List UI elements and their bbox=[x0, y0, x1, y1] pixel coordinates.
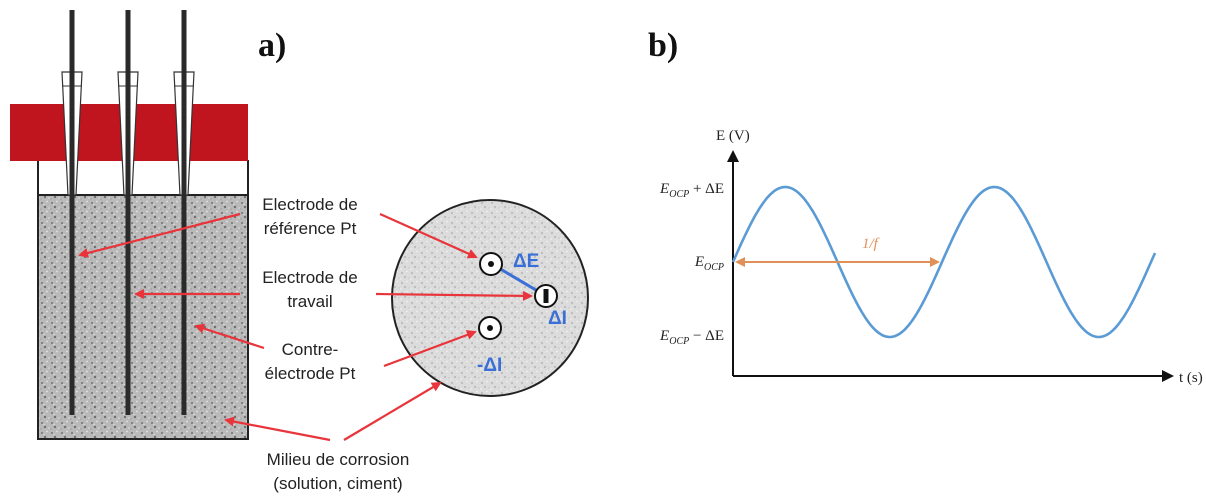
svg-text:Electrode de: Electrode de bbox=[262, 195, 357, 214]
x-axis-label: t (s) bbox=[1179, 370, 1203, 386]
tick-label-ocp-plus: EOCP + ΔE bbox=[659, 181, 724, 200]
panel-a-label: a) bbox=[258, 27, 286, 64]
electrode-2 bbox=[117, 10, 139, 415]
arrow-work-to-dot bbox=[375, 290, 533, 301]
svg-text:référence Pt: référence Pt bbox=[264, 219, 357, 238]
y-axis-label: E (V) bbox=[716, 128, 750, 144]
svg-text:Contre-: Contre- bbox=[282, 340, 339, 359]
potential-sine-wave bbox=[731, 185, 1157, 339]
svg-text:Milieu de corrosion: Milieu de corrosion bbox=[267, 450, 410, 469]
panel-b-label: b) bbox=[648, 27, 678, 64]
reference-electrode-dot bbox=[479, 252, 503, 276]
tick-label-ocp-minus: EOCP − ΔE bbox=[659, 328, 724, 347]
panel-a: a) bbox=[10, 10, 589, 493]
corrosion-medium-label: Milieu de corrosion (solution, ciment) bbox=[267, 450, 410, 493]
counter-electrode-label: Contre- électrode Pt bbox=[265, 340, 356, 383]
reference-electrode-label: Electrode de référence Pt bbox=[262, 195, 357, 238]
working-electrode-dot bbox=[534, 284, 558, 308]
arrow-ref-to-electrode bbox=[78, 212, 241, 258]
minus-delta-i-label: -ΔI bbox=[477, 355, 502, 376]
arrow-ref-to-dot bbox=[379, 212, 478, 259]
tick-label-ocp: EOCP bbox=[694, 254, 724, 273]
arrow-counter-to-electrode bbox=[194, 323, 265, 350]
delta-i-label: ΔI bbox=[548, 308, 567, 329]
counter-electrode-dot bbox=[478, 316, 502, 340]
period-label: 1/f bbox=[862, 236, 880, 252]
electrode-1 bbox=[61, 10, 83, 415]
svg-text:électrode Pt: électrode Pt bbox=[265, 364, 356, 383]
svg-text:Electrode de: Electrode de bbox=[262, 268, 357, 287]
arrow-medium-to-cell bbox=[224, 416, 331, 442]
electrode-3 bbox=[173, 10, 195, 415]
arrow-counter-to-dot bbox=[383, 330, 477, 368]
working-electrode-label: Electrode de travail bbox=[262, 268, 357, 311]
svg-text:(solution, ciment): (solution, ciment) bbox=[273, 474, 402, 493]
cross-section-view: ΔE ΔI -ΔI bbox=[391, 199, 589, 397]
delta-e-label: ΔE bbox=[513, 251, 539, 272]
svg-text:travail: travail bbox=[287, 292, 332, 311]
pointer-arrows bbox=[78, 212, 533, 442]
arrow-medium-to-section bbox=[343, 381, 442, 441]
panel-b: b) E (V) t (s) EOCP + ΔE EOCP EOCP − ΔE … bbox=[648, 27, 1203, 386]
